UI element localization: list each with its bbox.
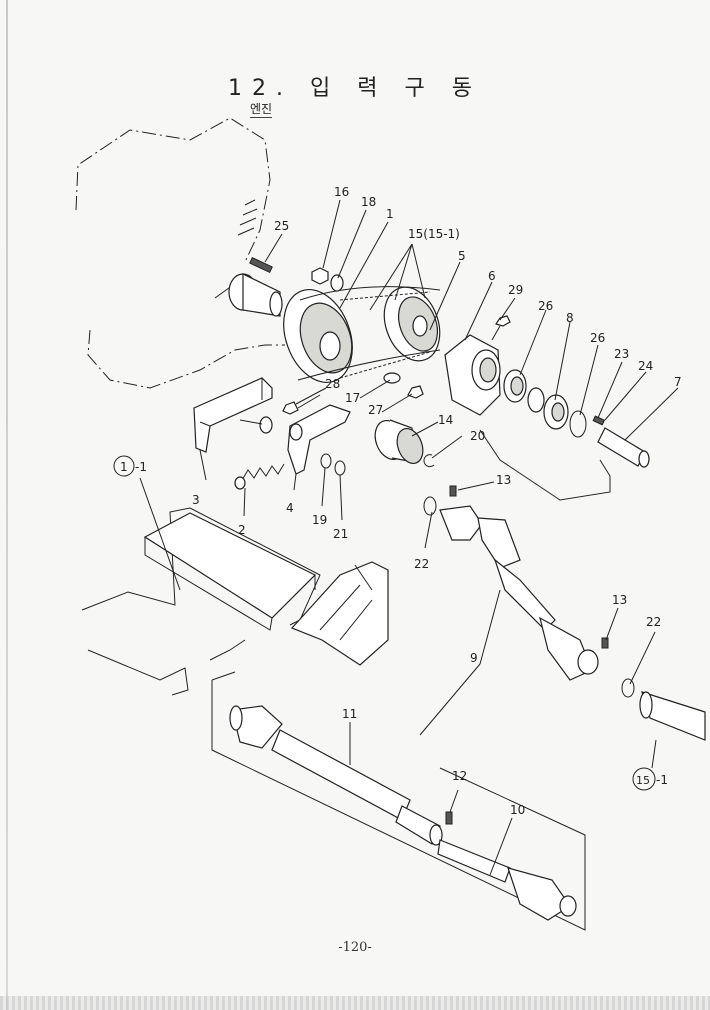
callout-14: 14 xyxy=(438,413,453,427)
callout-22b: 22 xyxy=(646,615,661,629)
callout-19: 19 xyxy=(312,513,327,527)
circled-reference-1-1: 1 -1 xyxy=(113,455,147,477)
callout-9: 9 xyxy=(470,651,478,665)
callout-3: 3 xyxy=(192,493,200,507)
circled-ref-suffix: -1 xyxy=(135,460,147,474)
engine-label: 엔진 xyxy=(250,102,273,118)
callout-17: 17 xyxy=(345,391,360,405)
callout-28: 28 xyxy=(325,377,340,391)
callout-15: 15(15-1) xyxy=(408,227,460,241)
callout-1: 1 xyxy=(386,207,394,221)
callout-7: 7 xyxy=(674,375,682,389)
engine-outline xyxy=(75,117,285,389)
page-title: 12. 입 력 구 동 xyxy=(228,76,482,101)
pulley-assembly xyxy=(283,286,441,384)
circled-ref-number: 1 xyxy=(120,460,128,474)
tension-arm xyxy=(234,404,351,490)
callout-24: 24 xyxy=(638,359,653,373)
callout-29: 29 xyxy=(508,283,523,297)
callout-21: 21 xyxy=(333,527,348,541)
universal-joint-shaft-right xyxy=(423,485,635,698)
engine-shaft xyxy=(214,256,283,317)
callout-5: 5 xyxy=(458,249,466,263)
bearing-housing xyxy=(444,334,501,416)
callout-13a: 13 xyxy=(496,473,511,487)
callout-numbers: 16 18 1 15(15-1) 5 25 6 29 26 8 26 23 24… xyxy=(192,185,682,817)
callout-13b: 13 xyxy=(612,593,627,607)
callout-4: 4 xyxy=(286,501,294,515)
callout-26a: 26 xyxy=(538,299,553,313)
universal-joint-shaft-lower xyxy=(211,671,586,931)
bracket-3 xyxy=(193,377,273,453)
callout-18: 18 xyxy=(361,195,376,209)
circled-reference-15-1: 15 -1 xyxy=(632,767,668,791)
bearings-and-rings xyxy=(503,369,606,438)
callout-25: 25 xyxy=(274,219,289,233)
page-edge xyxy=(6,0,8,1010)
idler-pulley xyxy=(374,419,435,468)
callout-16: 16 xyxy=(334,185,349,199)
bolt-29 xyxy=(491,315,511,341)
callout-22a: 22 xyxy=(414,557,429,571)
callout-12: 12 xyxy=(452,769,467,783)
nut-and-washer xyxy=(311,267,344,292)
tension-parts xyxy=(282,372,424,415)
circled-ref-suffix: -1 xyxy=(656,773,668,787)
circled-ref-number: 15 xyxy=(636,774,650,787)
callout-27: 27 xyxy=(368,403,383,417)
callout-6: 6 xyxy=(488,269,496,283)
page-number: -120- xyxy=(338,940,372,955)
callout-26b: 26 xyxy=(590,331,605,345)
callout-20: 20 xyxy=(470,429,485,443)
shaft-15-1 xyxy=(639,691,706,741)
input-shaft-7 xyxy=(597,427,650,468)
callout-11: 11 xyxy=(342,707,357,721)
callout-10: 10 xyxy=(510,803,525,817)
callout-2: 2 xyxy=(238,523,246,537)
callout-8: 8 xyxy=(566,311,574,325)
leader-lines xyxy=(139,199,679,876)
scan-edge-strip xyxy=(0,996,710,1010)
callout-23: 23 xyxy=(614,347,629,361)
frame-plate xyxy=(81,507,389,696)
